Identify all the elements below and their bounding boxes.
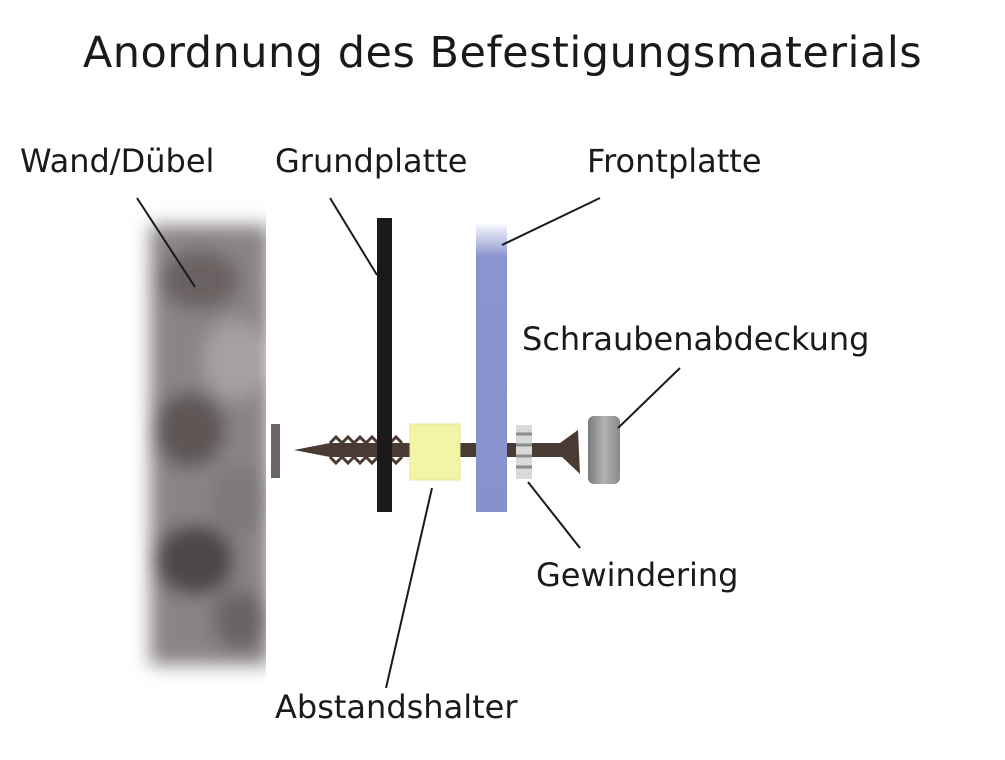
leader-screw-cover	[617, 367, 681, 429]
diagram-title: Anordnung des Befestigungsmaterials	[82, 28, 923, 78]
thread-ring	[516, 425, 532, 479]
wall	[150, 190, 271, 690]
label-front-plate: Frontplatte	[587, 142, 762, 180]
leader-thread-ring	[527, 481, 581, 549]
label-spacer: Abstandshalter	[275, 688, 518, 726]
screw-cover	[588, 416, 620, 484]
label-base-plate: Grundplatte	[275, 142, 468, 180]
label-wall: Wand/Dübel	[20, 142, 215, 180]
dowel	[271, 424, 280, 478]
spacer	[409, 423, 461, 481]
base-plate	[377, 218, 392, 512]
leader-spacer	[385, 487, 433, 689]
leader-base-plate	[329, 197, 378, 276]
label-screw-cover: Schraubenabdeckung	[522, 320, 870, 358]
leader-front-plate	[501, 197, 601, 246]
front-plate	[476, 222, 507, 512]
leader-wall	[136, 197, 196, 288]
label-thread-ring: Gewindering	[536, 556, 739, 594]
